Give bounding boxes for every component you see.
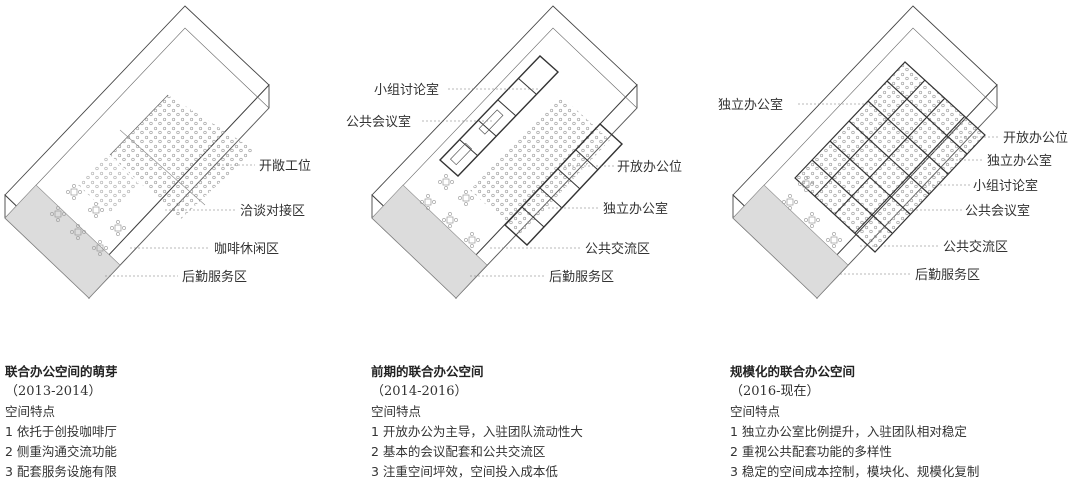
caption-item: 3 注重空间坪效，空间投入成本低 (371, 464, 558, 479)
label-public-zone: 公共交流区 (943, 239, 1008, 255)
label-meeting-room: 公共会议室 (346, 114, 411, 130)
label-open-desks: 开放办公位 (1003, 131, 1068, 146)
caption-years: （2013-2014） (5, 384, 102, 399)
caption-years: （2016-现在） (730, 384, 820, 399)
caption-subtitle: 空间特点 (730, 404, 781, 419)
label-open-desks: 开敞工位 (259, 158, 311, 174)
label-cafe-zone: 咖啡休闲区 (214, 242, 279, 257)
label-private-office: 独立办公室 (718, 97, 783, 113)
caption-stage-2: 前期的联合办公空间 （2014-2016） 空间特点 1 开放办公为主导，入驻团… (371, 362, 711, 482)
label-private-office-2: 独立办公室 (987, 153, 1052, 169)
caption-subtitle: 空间特点 (371, 404, 422, 419)
caption-item: 3 稳定的空间成本控制，模块化、规模化复制 (730, 464, 980, 479)
caption-subtitle: 空间特点 (5, 404, 56, 419)
caption-stage-3: 规模化的联合办公空间 （2016-现在） 空间特点 1 独立办公室比例提升，入驻… (730, 362, 1070, 482)
diagram-3-floorplan (732, 5, 998, 300)
caption-item: 1 开放办公为主导，入驻团队流动性大 (371, 424, 583, 439)
caption-title: 前期的联合办公空间 (371, 364, 484, 379)
caption-years: （2014-2016） (371, 384, 468, 399)
label-service-zone: 后勤服务区 (915, 267, 980, 283)
caption-item: 1 依托于创投咖啡厅 (5, 424, 117, 439)
label-group-room: 小组讨论室 (374, 82, 439, 98)
label-meeting-room: 公共会议室 (965, 203, 1030, 219)
diagram-1-floorplan (4, 5, 270, 300)
caption-item: 3 配套服务设施有限 (5, 464, 117, 479)
label-service-zone: 后勤服务区 (549, 269, 614, 285)
label-group-room: 小组讨论室 (973, 178, 1038, 194)
caption-stage-1: 联合办公空间的萌芽 （2013-2014） 空间特点 1 依托于创投咖啡厅 2 … (5, 362, 345, 482)
diagram-2-floorplan (371, 5, 638, 300)
diagram-canvas: 开敞工位 洽谈对接区 咖啡休闲区 后勤服务区 小组讨论室 (4, 5, 1068, 300)
caption-title: 规模化的联合办公空间 (730, 364, 856, 379)
caption-item: 2 侧重沟通交流功能 (5, 444, 117, 459)
caption-title: 联合办公空间的萌芽 (5, 364, 118, 379)
label-public-zone: 公共交流区 (585, 241, 650, 257)
caption-item: 2 重视公共配套功能的多样性 (730, 444, 892, 459)
label-meeting-zone: 洽谈对接区 (240, 203, 305, 219)
caption-item: 2 基本的会议配套和公共交流区 (371, 444, 546, 459)
caption-item: 1 独立办公室比例提升，入驻团队相对稳定 (730, 424, 967, 439)
label-service-zone: 后勤服务区 (182, 269, 247, 285)
label-private-office: 独立办公室 (603, 201, 668, 217)
label-open-desks: 开放办公位 (617, 160, 682, 175)
